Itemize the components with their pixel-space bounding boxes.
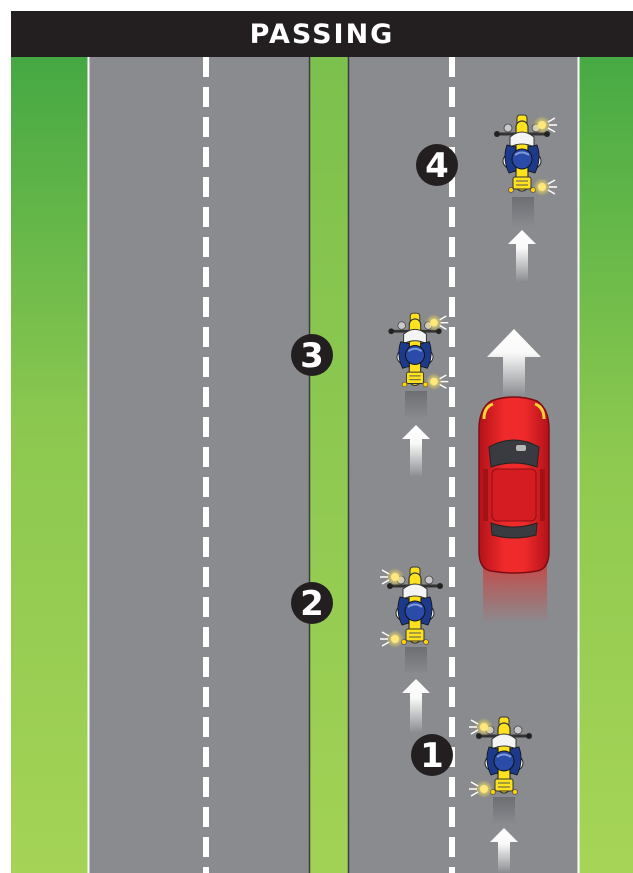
motorcycle-trail-4 (512, 197, 534, 227)
right-grass (578, 57, 633, 873)
motorcycle-trail-2 (405, 647, 427, 675)
title-bar: PASSING (11, 11, 633, 57)
motorcycle-trail-3 (405, 391, 427, 419)
step-badge-1: 1 (411, 734, 453, 776)
median-strip (310, 57, 348, 873)
step-number-4: 4 (425, 146, 449, 186)
step-badge-2: 2 (291, 582, 333, 624)
step-badge-4: 4 (416, 144, 458, 186)
step-number-1: 1 (420, 736, 444, 776)
left-grass (11, 57, 88, 873)
red-car (479, 397, 549, 573)
passing-diagram: PASSING (11, 11, 633, 873)
road-scene: 1 2 3 4 (11, 57, 633, 873)
step-badge-3: 3 (291, 334, 333, 376)
diagram-title: PASSING (250, 19, 395, 50)
left-road (88, 57, 310, 873)
motorcycle-trail-1 (493, 797, 515, 825)
step-number-2: 2 (300, 584, 324, 624)
step-number-3: 3 (300, 336, 324, 376)
